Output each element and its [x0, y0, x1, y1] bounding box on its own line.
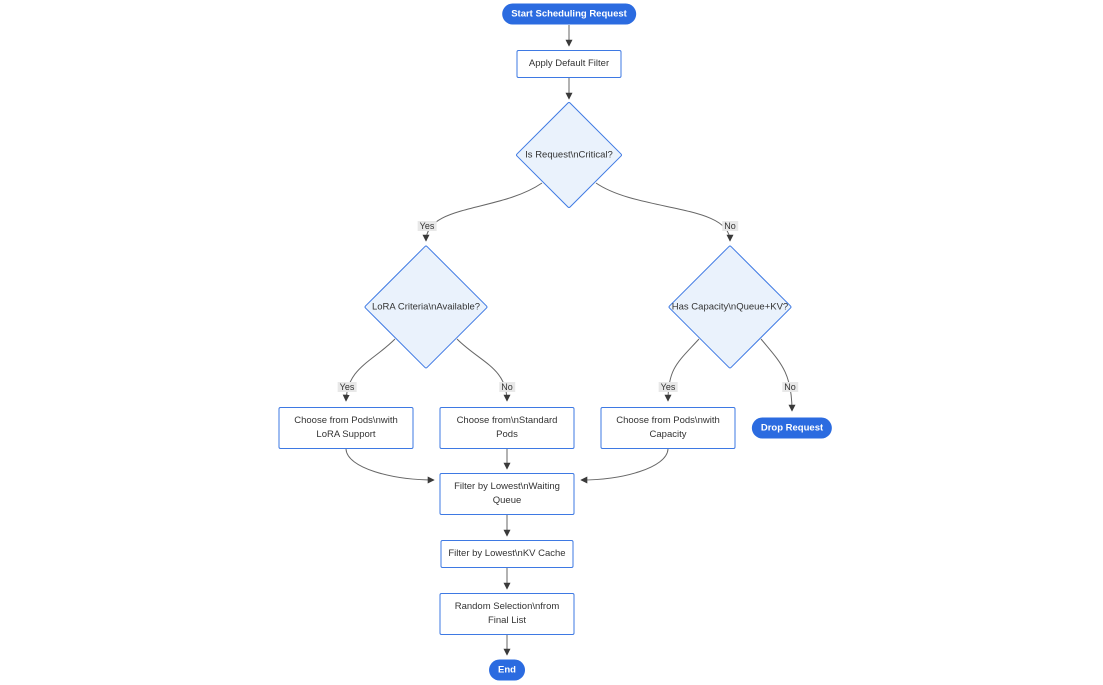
node-choose-capacity-pods-line2: Capacity — [649, 429, 687, 440]
edge-label-critical-yes: Yes — [417, 221, 437, 231]
node-end: End — [489, 659, 525, 681]
node-filter-waiting-queue-line2: Queue — [492, 495, 522, 506]
node-random-selection: Random Selection\nfrom Final List — [439, 593, 575, 635]
decision-has-capacity-label: Has Capacity\nQueue+KV? — [671, 301, 789, 313]
edge-label-capacity-yes: Yes — [658, 382, 678, 392]
node-choose-lora-pods: Choose from Pods\nwith LoRA Support — [278, 407, 414, 449]
node-apply-default-filter-label: Apply Default Filter — [528, 58, 610, 69]
decision-lora-criteria-label: LoRA Criteria\nAvailable? — [371, 301, 481, 313]
edge-choose-capacity-to-filter-queue — [580, 448, 669, 484]
node-filter-waiting-queue: Filter by Lowest\nWaiting Queue — [439, 473, 575, 515]
node-start: Start Scheduling Request — [502, 3, 636, 25]
edge-capacity-no-to-drop — [760, 338, 796, 412]
edge-critical-no-to-capacity — [595, 182, 734, 242]
node-choose-lora-pods-line2: LoRA Support — [316, 429, 376, 440]
node-filter-kv-cache-label: Filter by Lowest\nKV Cache — [448, 548, 566, 559]
edge-label-lora-no: No — [499, 382, 515, 392]
node-choose-capacity-pods: Choose from Pods\nwith Capacity — [600, 407, 736, 449]
edge-label-critical-no: No — [722, 221, 738, 231]
node-choose-lora-pods-line1: Choose from Pods\nwith — [294, 415, 398, 426]
decision-is-critical-label: Is Request\nCritical? — [525, 149, 613, 161]
node-filter-waiting-queue-line1: Filter by Lowest\nWaiting — [454, 481, 560, 492]
node-filter-kv-cache: Filter by Lowest\nKV Cache — [440, 540, 574, 568]
node-choose-standard-pods: Choose from\nStandard Pods — [439, 407, 575, 449]
node-random-selection-line2: Final List — [487, 615, 526, 626]
edge-critical-yes-to-lora — [422, 182, 543, 242]
node-drop-request: Drop Request — [751, 417, 833, 439]
edge-capacity-yes-to-choose-capacity — [664, 338, 700, 402]
edge-choose-lora-to-filter-queue — [345, 448, 435, 484]
edge-label-lora-yes: Yes — [337, 382, 357, 392]
node-random-selection-line1: Random Selection\nfrom — [454, 601, 560, 612]
node-choose-capacity-pods-line1: Choose from Pods\nwith — [616, 415, 720, 426]
node-apply-default-filter: Apply Default Filter — [516, 50, 622, 78]
node-choose-standard-pods-line1: Choose from\nStandard — [456, 415, 558, 426]
edge-label-capacity-no: No — [782, 382, 798, 392]
node-choose-standard-pods-line2: Pods — [496, 429, 518, 440]
